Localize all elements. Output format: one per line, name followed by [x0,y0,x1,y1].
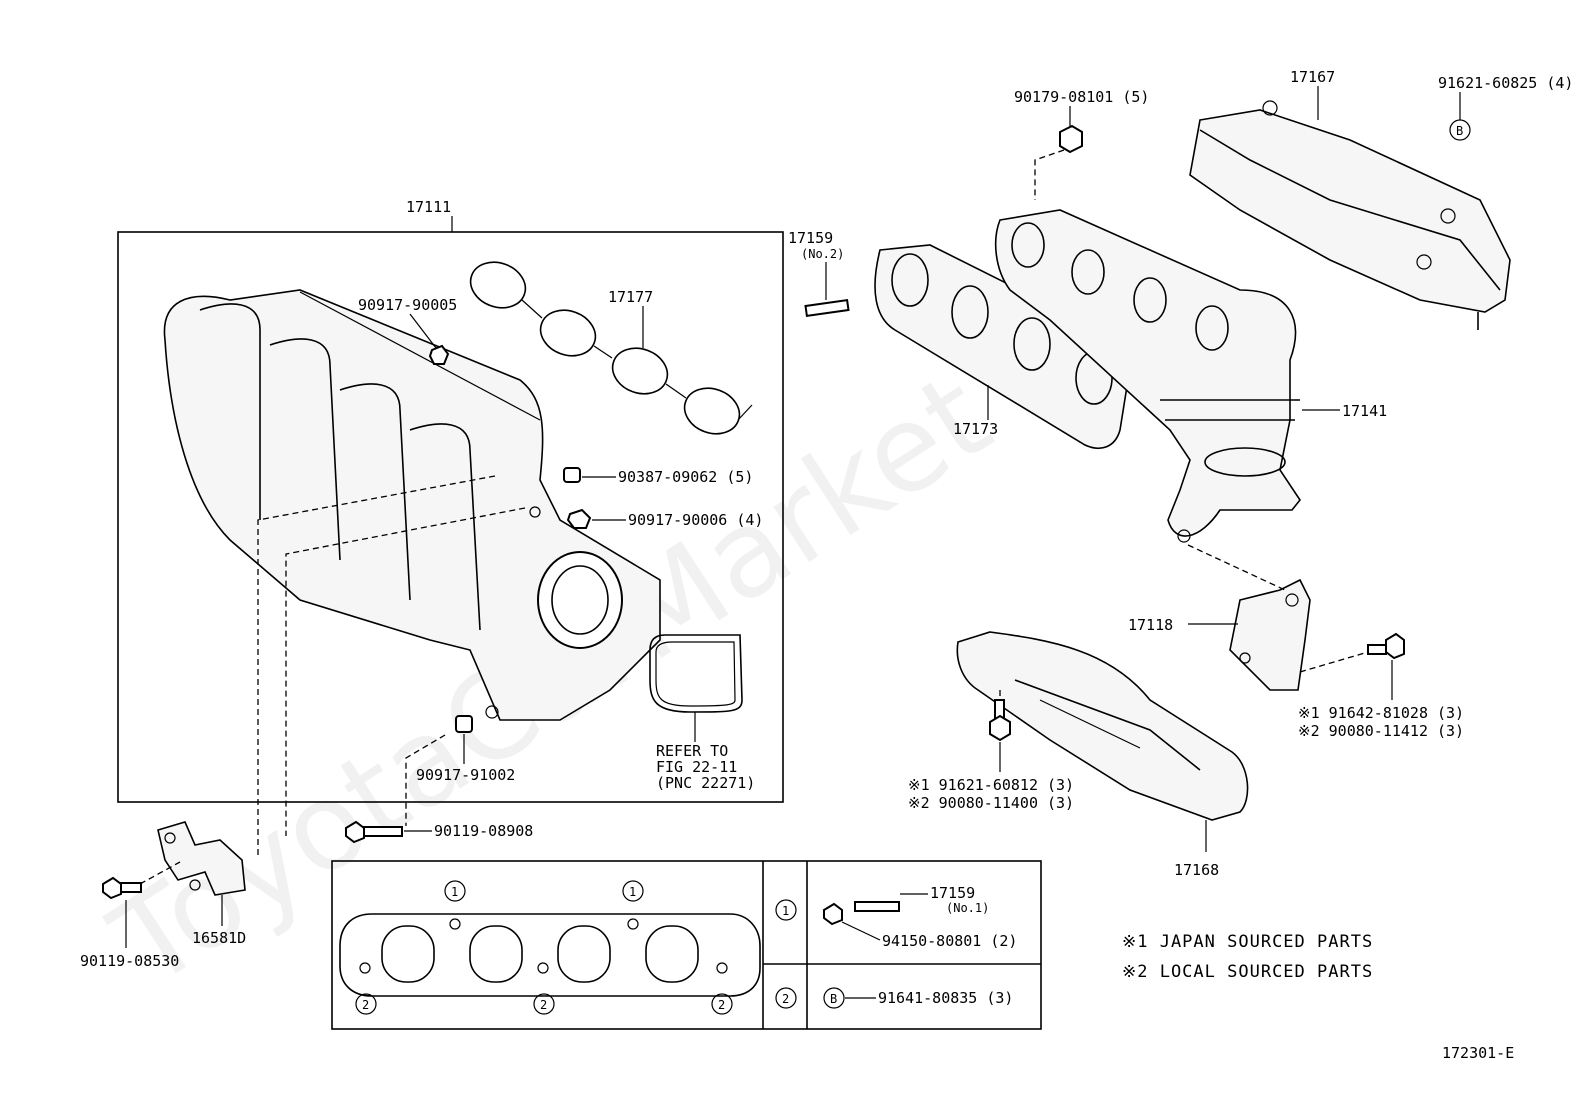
label-91642-81028[interactable]: ※1 91642-81028 (3) [1298,704,1464,722]
bush-90387-09062[interactable] [563,467,581,483]
bracket-17118[interactable] [1229,578,1311,691]
label-90080-11412[interactable]: ※2 90080-11412 (3) [1298,722,1464,740]
inset-mark-B: B [823,987,845,1009]
label-17167[interactable]: 17167 [1290,68,1335,86]
label-17111[interactable]: 17111 [406,198,451,216]
exhaust-gasket-inset[interactable] [339,913,761,997]
svg-text:B: B [1456,124,1463,138]
svg-text:2: 2 [782,992,789,1006]
mark-2-c: 2 [711,993,733,1015]
label-90917-91002[interactable]: 90917-91002 [416,766,515,784]
nut-90917-90006[interactable] [566,508,592,529]
stud-17159-no1[interactable] [823,901,900,926]
nut-90179-08101[interactable] [1059,124,1083,154]
bolt-90119-08908[interactable] [345,820,403,844]
label-90387-09062[interactable]: 90387-09062 (5) [618,468,753,486]
gasket-inset-table [331,860,1042,1030]
nut-90917-90005[interactable] [428,344,450,365]
mark-1-b: 1 [622,880,644,902]
label-90917-90006[interactable]: 90917-90006 (4) [628,511,763,529]
inset-mark-2: 2 [775,987,797,1009]
label-17173[interactable]: 17173 [953,420,998,438]
intake-manifold[interactable] [163,289,661,721]
label-91641-80835[interactable]: 91641-80835 (3) [878,989,1013,1007]
exhaust-manifold-17141[interactable] [994,209,1301,543]
refer-line-3: (PNC 22271) [656,774,755,792]
figure-id: 172301-E [1442,1044,1514,1062]
intake-gasket-17177[interactable] [464,255,753,441]
label-17118[interactable]: 17118 [1128,616,1173,634]
refer-line-2: FIG 22-11 [656,758,737,776]
label-17177[interactable]: 17177 [608,288,653,306]
legend-japan-sourced: ※1 JAPAN SOURCED PARTS [1122,932,1373,952]
label-91621-60825[interactable]: 91621-60825 (4) [1438,74,1573,92]
inset-mark-1: 1 [775,899,797,921]
bush-90917-91002[interactable] [455,715,473,733]
heat-insulator-17167[interactable] [1189,100,1511,330]
label-17141[interactable]: 17141 [1342,402,1387,420]
label-17159-no1[interactable]: 17159 [930,884,975,902]
svg-text:B: B [830,992,837,1006]
mark-2-a: 2 [355,993,377,1015]
svg-text:1: 1 [782,904,789,918]
svg-text:1: 1 [629,885,636,899]
bolt-91621-60812[interactable] [989,699,1011,742]
label-90080-11400[interactable]: ※2 90080-11400 (3) [908,794,1074,812]
label-90119-08908[interactable]: 90119-08908 [434,822,533,840]
label-16581D[interactable]: 16581D [192,929,246,947]
bracket-16581D[interactable] [157,821,246,896]
mark-2-b: 2 [533,993,555,1015]
label-17159-no2-sub: (No.2) [801,247,844,261]
svg-text:2: 2 [362,998,369,1012]
mark-B-upper: B [1449,119,1471,141]
throttle-body-gasket[interactable] [649,634,743,713]
mark-1-a: 1 [444,880,466,902]
intake-group-frame [117,231,784,803]
bolt-90119-08530[interactable] [102,876,142,900]
svg-text:2: 2 [540,998,547,1012]
bolt-91642-81028[interactable] [1367,632,1405,660]
refer-line-1: REFER TO [656,742,728,760]
legend-local-sourced: ※2 LOCAL SOURCED PARTS [1122,962,1373,982]
heat-insulator-17168[interactable] [956,631,1249,821]
svg-text:1: 1 [451,885,458,899]
label-90119-08530[interactable]: 90119-08530 [80,952,179,970]
label-17159-no2[interactable]: 17159 [788,229,833,247]
label-17159-no1-sub: (No.1) [946,901,989,915]
label-90917-90005[interactable]: 90917-90005 [358,296,457,314]
stud-17159-no2[interactable] [804,298,850,318]
label-90179-08101[interactable]: 90179-08101 (5) [1014,88,1149,106]
label-17168[interactable]: 17168 [1174,861,1219,879]
label-91621-60812[interactable]: ※1 91621-60812 (3) [908,776,1074,794]
svg-text:2: 2 [718,998,725,1012]
label-94150-80801[interactable]: 94150-80801 (2) [882,932,1017,950]
